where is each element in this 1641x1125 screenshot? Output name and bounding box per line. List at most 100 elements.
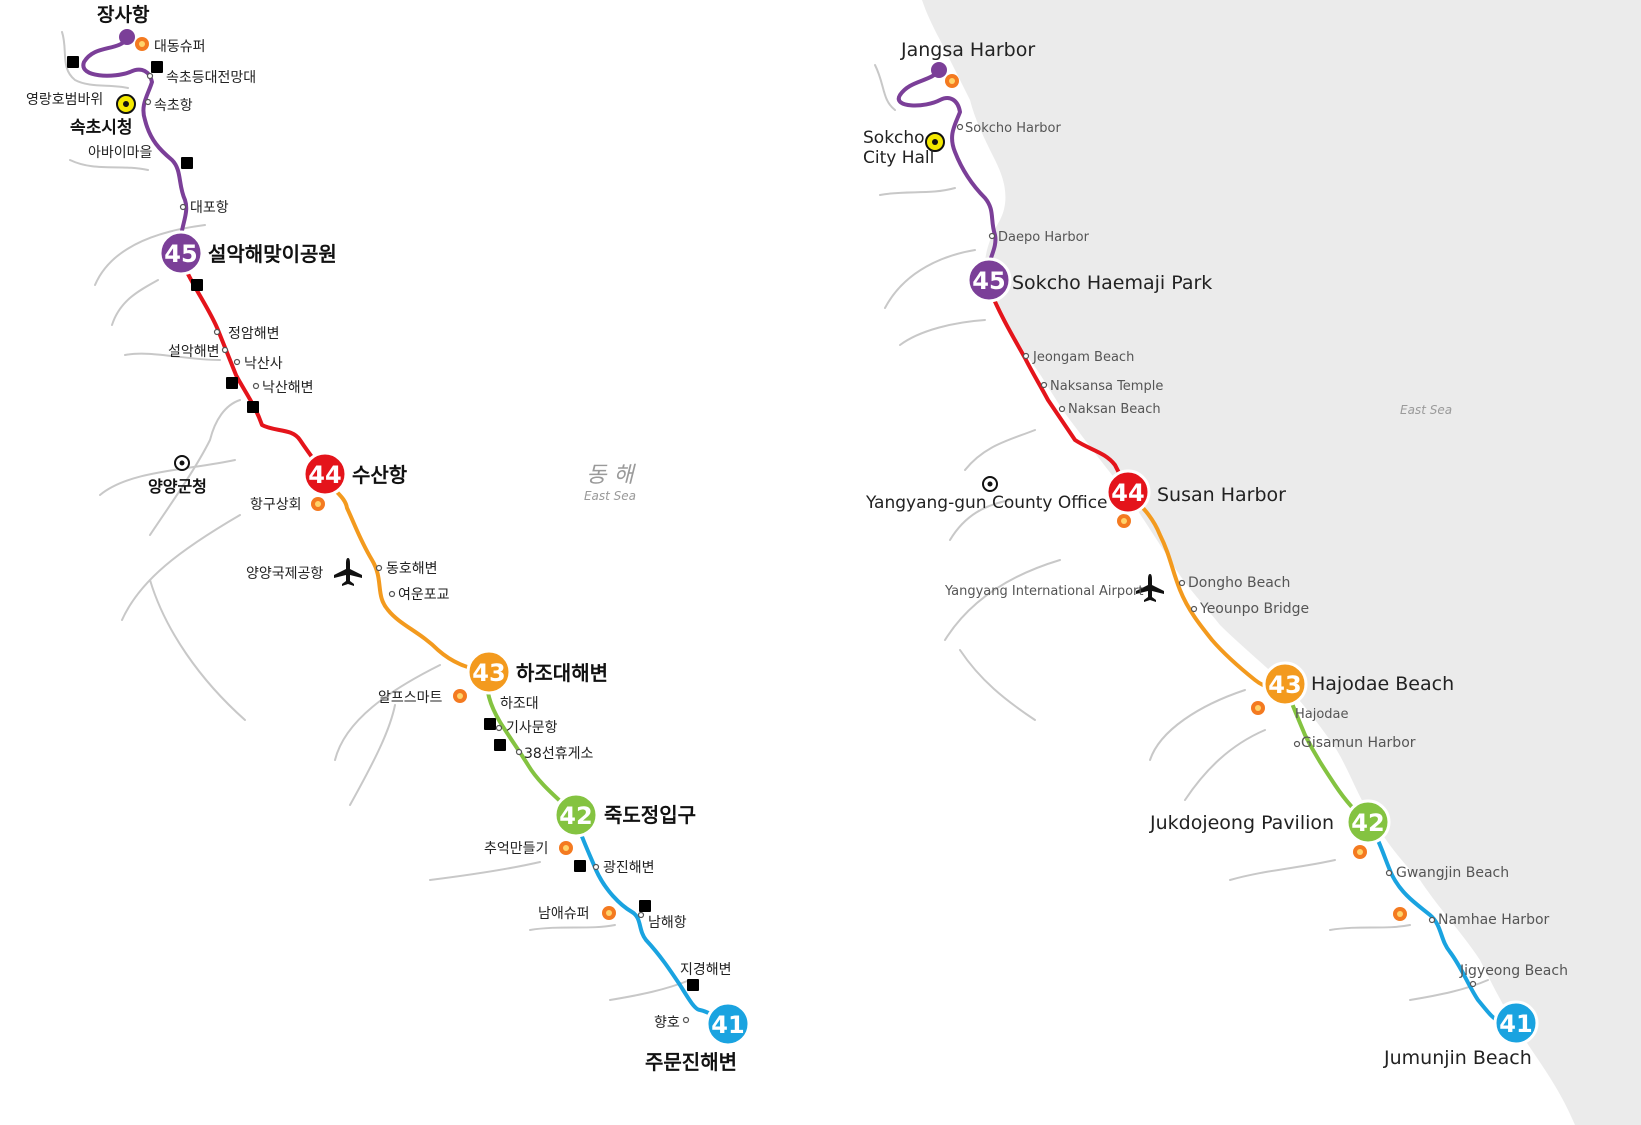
shop-icon — [945, 74, 959, 88]
county-office-icon — [982, 476, 998, 492]
terrain-lines-right — [874, 64, 1489, 1001]
label-daepo-harbor: Daepo Harbor — [998, 230, 1090, 245]
county-office-icon — [174, 455, 190, 471]
label-yeounpo: Yeounpo Bridge — [1199, 601, 1309, 617]
city-hall-icon — [116, 94, 136, 114]
english-map: 45 44 43 42 41 Jangsa Harbor Sokcho Harb… — [863, 0, 1641, 1125]
start-dot — [931, 62, 947, 78]
station-badge-42: 42 — [553, 792, 599, 838]
label-gwangjin-beach: Gwangjin Beach — [1396, 865, 1509, 881]
poi-dot-icon — [1190, 605, 1198, 613]
label-jeongam-beach: Jeongam Beach — [1032, 350, 1134, 365]
restroom-icon — [226, 377, 238, 389]
svg-text:42: 42 — [1351, 809, 1384, 837]
poi-dot-icon — [146, 72, 154, 80]
svg-text:43: 43 — [472, 659, 505, 687]
shop-icon — [1353, 845, 1367, 859]
restroom-icon — [574, 860, 586, 872]
label-airport: 양양국제공항 — [246, 566, 323, 582]
label-naksansa: Naksansa Temple — [1050, 379, 1163, 394]
label-hyangho: 향호 — [654, 1015, 680, 1031]
restroom-icon — [151, 61, 163, 73]
station-badge-45: 45 — [158, 230, 204, 276]
airplane-icon — [334, 558, 362, 586]
label-airport: Yangyang International Airport — [944, 584, 1144, 599]
station-badge-41: 41 — [1493, 1000, 1539, 1046]
poi-dot-icon — [682, 1016, 690, 1024]
label-east-sea-ko: 동 해 — [586, 463, 636, 488]
poi-dot-icon — [1385, 869, 1393, 877]
label-susan-harbor: 수산항 — [352, 463, 408, 487]
label-hajodae: Hajodae — [1295, 707, 1349, 722]
label-cityhall-line1: Sokcho — [863, 128, 925, 148]
label-dongho-beach: Dongho Beach — [1188, 575, 1290, 591]
shop-icon — [1117, 514, 1131, 528]
label-naksan-beach: 낙산해변 — [262, 380, 314, 396]
svg-text:44: 44 — [1111, 479, 1144, 507]
label-jukdojeong: Jukdojeong Pavilion — [1149, 812, 1334, 834]
poi-dot-icon — [1022, 352, 1030, 360]
label-namae-harbor: 남해항 — [648, 915, 687, 931]
label-jeongam-beach: 정암해변 — [228, 326, 280, 342]
route-segment-purple — [896, 68, 998, 277]
label-east-sea: East Sea — [1400, 403, 1452, 417]
poi-dot-icon — [1178, 579, 1186, 587]
label-east-sea-en: East Sea — [584, 489, 636, 503]
label-abai-village: 아바이마을 — [88, 145, 153, 161]
label-jigyeong-beach: Jigyeong Beach — [1459, 963, 1568, 979]
shop-icon — [453, 689, 467, 703]
label-seorak-park: 설악해맞이공원 — [208, 242, 337, 266]
station-badge-41: 41 — [705, 1001, 751, 1047]
svg-text:41: 41 — [711, 1011, 744, 1039]
label-dongho-beach: 동호해변 — [386, 561, 438, 577]
label-susan-harbor: Susan Harbor — [1157, 484, 1286, 506]
poi-dot-icon — [1293, 740, 1301, 748]
shop-icon — [559, 841, 573, 855]
restroom-icon — [247, 401, 259, 413]
station-badge-45: 45 — [966, 257, 1012, 303]
label-start: 장사항 — [97, 4, 150, 26]
poi-dot-icon — [221, 346, 229, 354]
poi-dot-icon — [1058, 405, 1066, 413]
svg-text:41: 41 — [1499, 1010, 1532, 1038]
station-badge-42: 42 — [1345, 799, 1391, 845]
label-hanggu-store: 항구상회 — [250, 497, 302, 513]
station-badge-44: 44 — [1105, 469, 1151, 515]
route-segment-purple — [81, 36, 189, 247]
label-gwangjin-beach: 광진해변 — [603, 860, 655, 876]
label-jukdojeong: 죽도정입구 — [604, 803, 696, 827]
label-sokcho-harbor: 속초항 — [154, 98, 193, 114]
restroom-icon — [67, 56, 79, 68]
poi-dot-icon — [592, 863, 600, 871]
restroom-icons-left — [67, 56, 699, 991]
station-badge-44: 44 — [302, 451, 348, 497]
terrain-lines-left — [61, 31, 691, 1001]
poi-dot-icon — [956, 123, 964, 131]
poi-dot-icon — [252, 382, 260, 390]
svg-text:44: 44 — [308, 461, 341, 489]
label-sokcho-cityhall: 속초시청 — [70, 117, 133, 138]
poi-dots-right — [956, 123, 1477, 988]
restroom-icon — [191, 279, 203, 291]
route-segment-red — [988, 288, 1130, 494]
label-jigyeong-beach: 지경해변 — [680, 962, 732, 978]
restroom-icon — [639, 900, 651, 912]
poi-dot-icon — [988, 232, 996, 240]
poi-dot-icon — [179, 203, 187, 211]
route-segment-green — [485, 671, 577, 817]
poi-dot-icon — [1040, 381, 1048, 389]
svg-text:43: 43 — [1268, 671, 1301, 699]
label-seorak-beach: 설악해변 — [168, 344, 220, 360]
label-haemaji-park: Sokcho Haemaji Park — [1012, 272, 1212, 294]
poi-dot-icon — [1469, 980, 1477, 988]
shop-icon — [1393, 907, 1407, 921]
route-segment-orange — [324, 474, 490, 675]
restroom-icon — [484, 718, 496, 730]
label-naksan-beach: Naksan Beach — [1068, 402, 1161, 417]
label-namhae-harbor: Namhae Harbor — [1438, 912, 1550, 928]
label-hajodae-beach: 하조대해변 — [516, 661, 608, 685]
shop-icon — [602, 906, 616, 920]
label-start: Jangsa Harbor — [900, 39, 1035, 61]
